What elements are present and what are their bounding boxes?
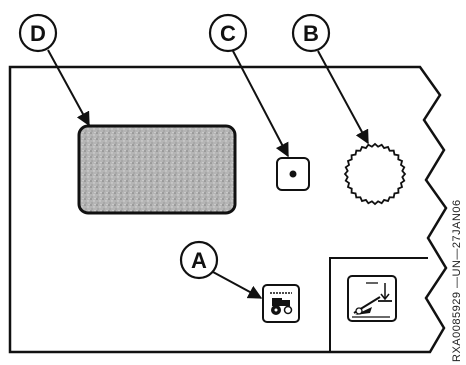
callout-c-label: C — [220, 21, 236, 46]
callout-a: A — [179, 240, 219, 280]
panel-outline — [8, 65, 448, 354]
implement-lift-icon — [352, 282, 392, 318]
side-reference: RXA0085929 —UN—27JAN06 — [451, 199, 463, 362]
callout-a-label: A — [191, 248, 207, 273]
leader-c — [232, 50, 289, 158]
callout-b-label: B — [303, 21, 319, 46]
tractor-icon — [270, 292, 293, 315]
leader-d — [47, 49, 90, 127]
indicator-c — [276, 157, 310, 191]
dot-icon — [289, 170, 297, 178]
indicator-a — [262, 284, 300, 323]
subpanel-divider — [329, 257, 428, 352]
callout-d: D — [18, 13, 58, 53]
leader-b — [317, 50, 369, 145]
display-screen — [77, 124, 237, 215]
leader-a — [212, 271, 263, 299]
knurled-knob[interactable] — [343, 142, 407, 206]
indicator-right — [347, 275, 397, 322]
callout-b: B — [291, 13, 331, 53]
callout-c: C — [208, 13, 248, 53]
callout-d-label: D — [30, 21, 46, 46]
